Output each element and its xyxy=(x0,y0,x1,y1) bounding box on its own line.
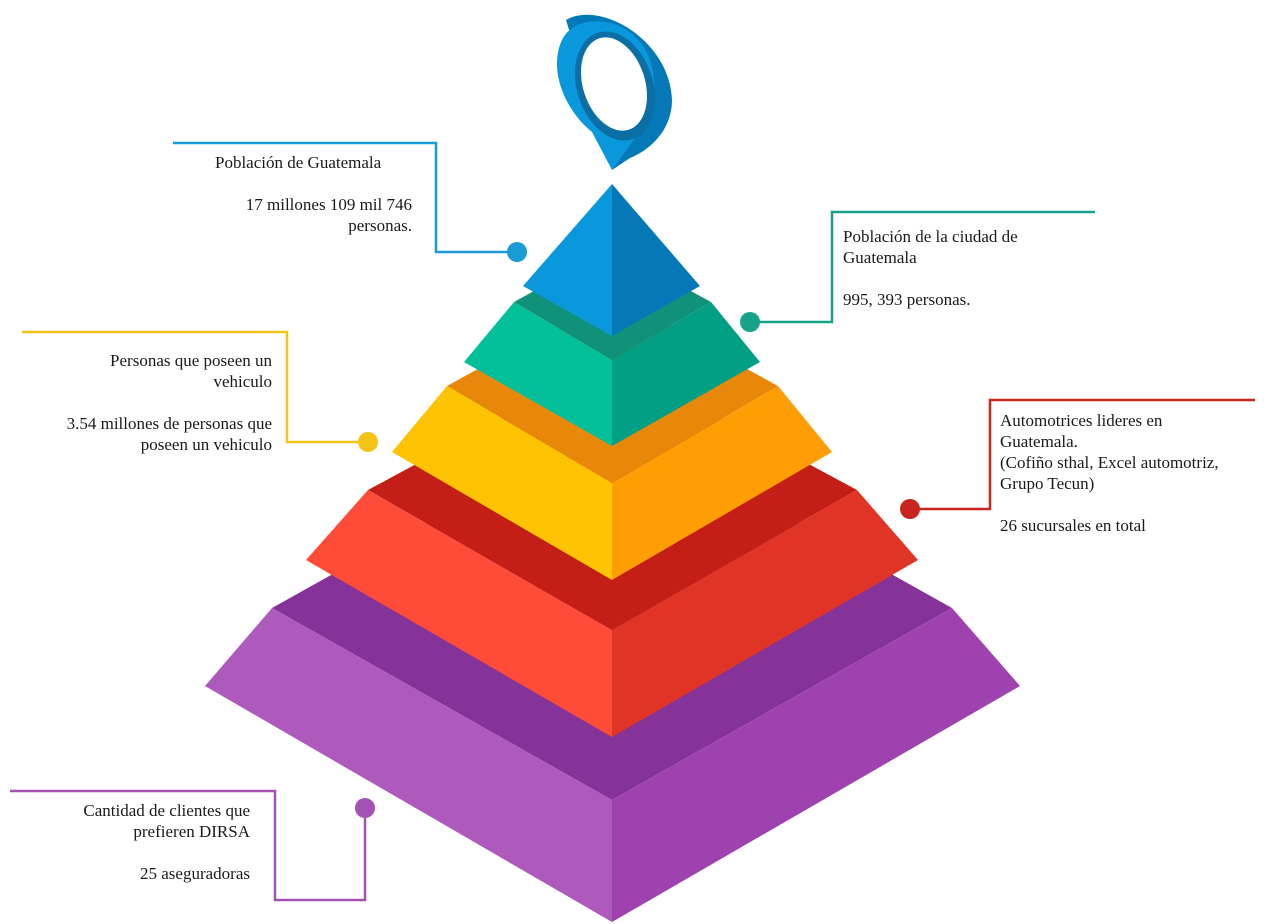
label-value: 25 aseguradoras xyxy=(140,864,250,883)
connector-purple xyxy=(10,789,375,902)
label-value: personas. xyxy=(348,216,412,235)
label-automotrices: Automotrices lideres en Guatemala. (Cofi… xyxy=(1000,410,1219,536)
label-value: 995, 393 personas. xyxy=(843,290,971,309)
connector-blue xyxy=(173,141,527,262)
label-title: (Cofiño sthal, Excel automotriz, xyxy=(1000,453,1219,472)
label-title: prefieren DIRSA xyxy=(133,822,250,841)
connector-teal xyxy=(740,210,1095,332)
label-clientes: Cantidad de clientes que prefieren DIRSA… xyxy=(10,800,250,884)
label-value: 17 millones 109 mil 746 xyxy=(245,195,412,214)
label-poblacion-guatemala: Población de Guatemala 17 millones 109 m… xyxy=(190,152,412,236)
label-title: Personas que poseen un xyxy=(110,351,272,370)
label-title: Cantidad de clientes que xyxy=(83,801,250,820)
label-title: Guatemala. xyxy=(1000,432,1078,451)
connector-red xyxy=(900,398,1255,519)
label-title: Guatemala xyxy=(843,248,917,267)
label-title: vehiculo xyxy=(213,372,272,391)
label-value: 3.54 millones de personas que xyxy=(66,414,272,433)
label-title: Población de la ciudad de xyxy=(843,227,1018,246)
label-vehiculo: Personas que poseen un vehiculo 3.54 mil… xyxy=(10,350,272,455)
pyramid-layer-blue xyxy=(523,184,700,336)
label-ciudad-guatemala: Población de la ciudad de Guatemala 995,… xyxy=(843,226,1018,310)
connector-yellow xyxy=(22,330,378,452)
label-value: poseen un vehiculo xyxy=(140,435,272,454)
map-pin-icon xyxy=(556,14,672,170)
label-title: Grupo Tecun) xyxy=(1000,474,1095,493)
label-title: Población de Guatemala xyxy=(215,153,382,172)
label-value: 26 sucursales en total xyxy=(1000,516,1146,535)
label-title: Automotrices lideres en xyxy=(1000,411,1163,430)
